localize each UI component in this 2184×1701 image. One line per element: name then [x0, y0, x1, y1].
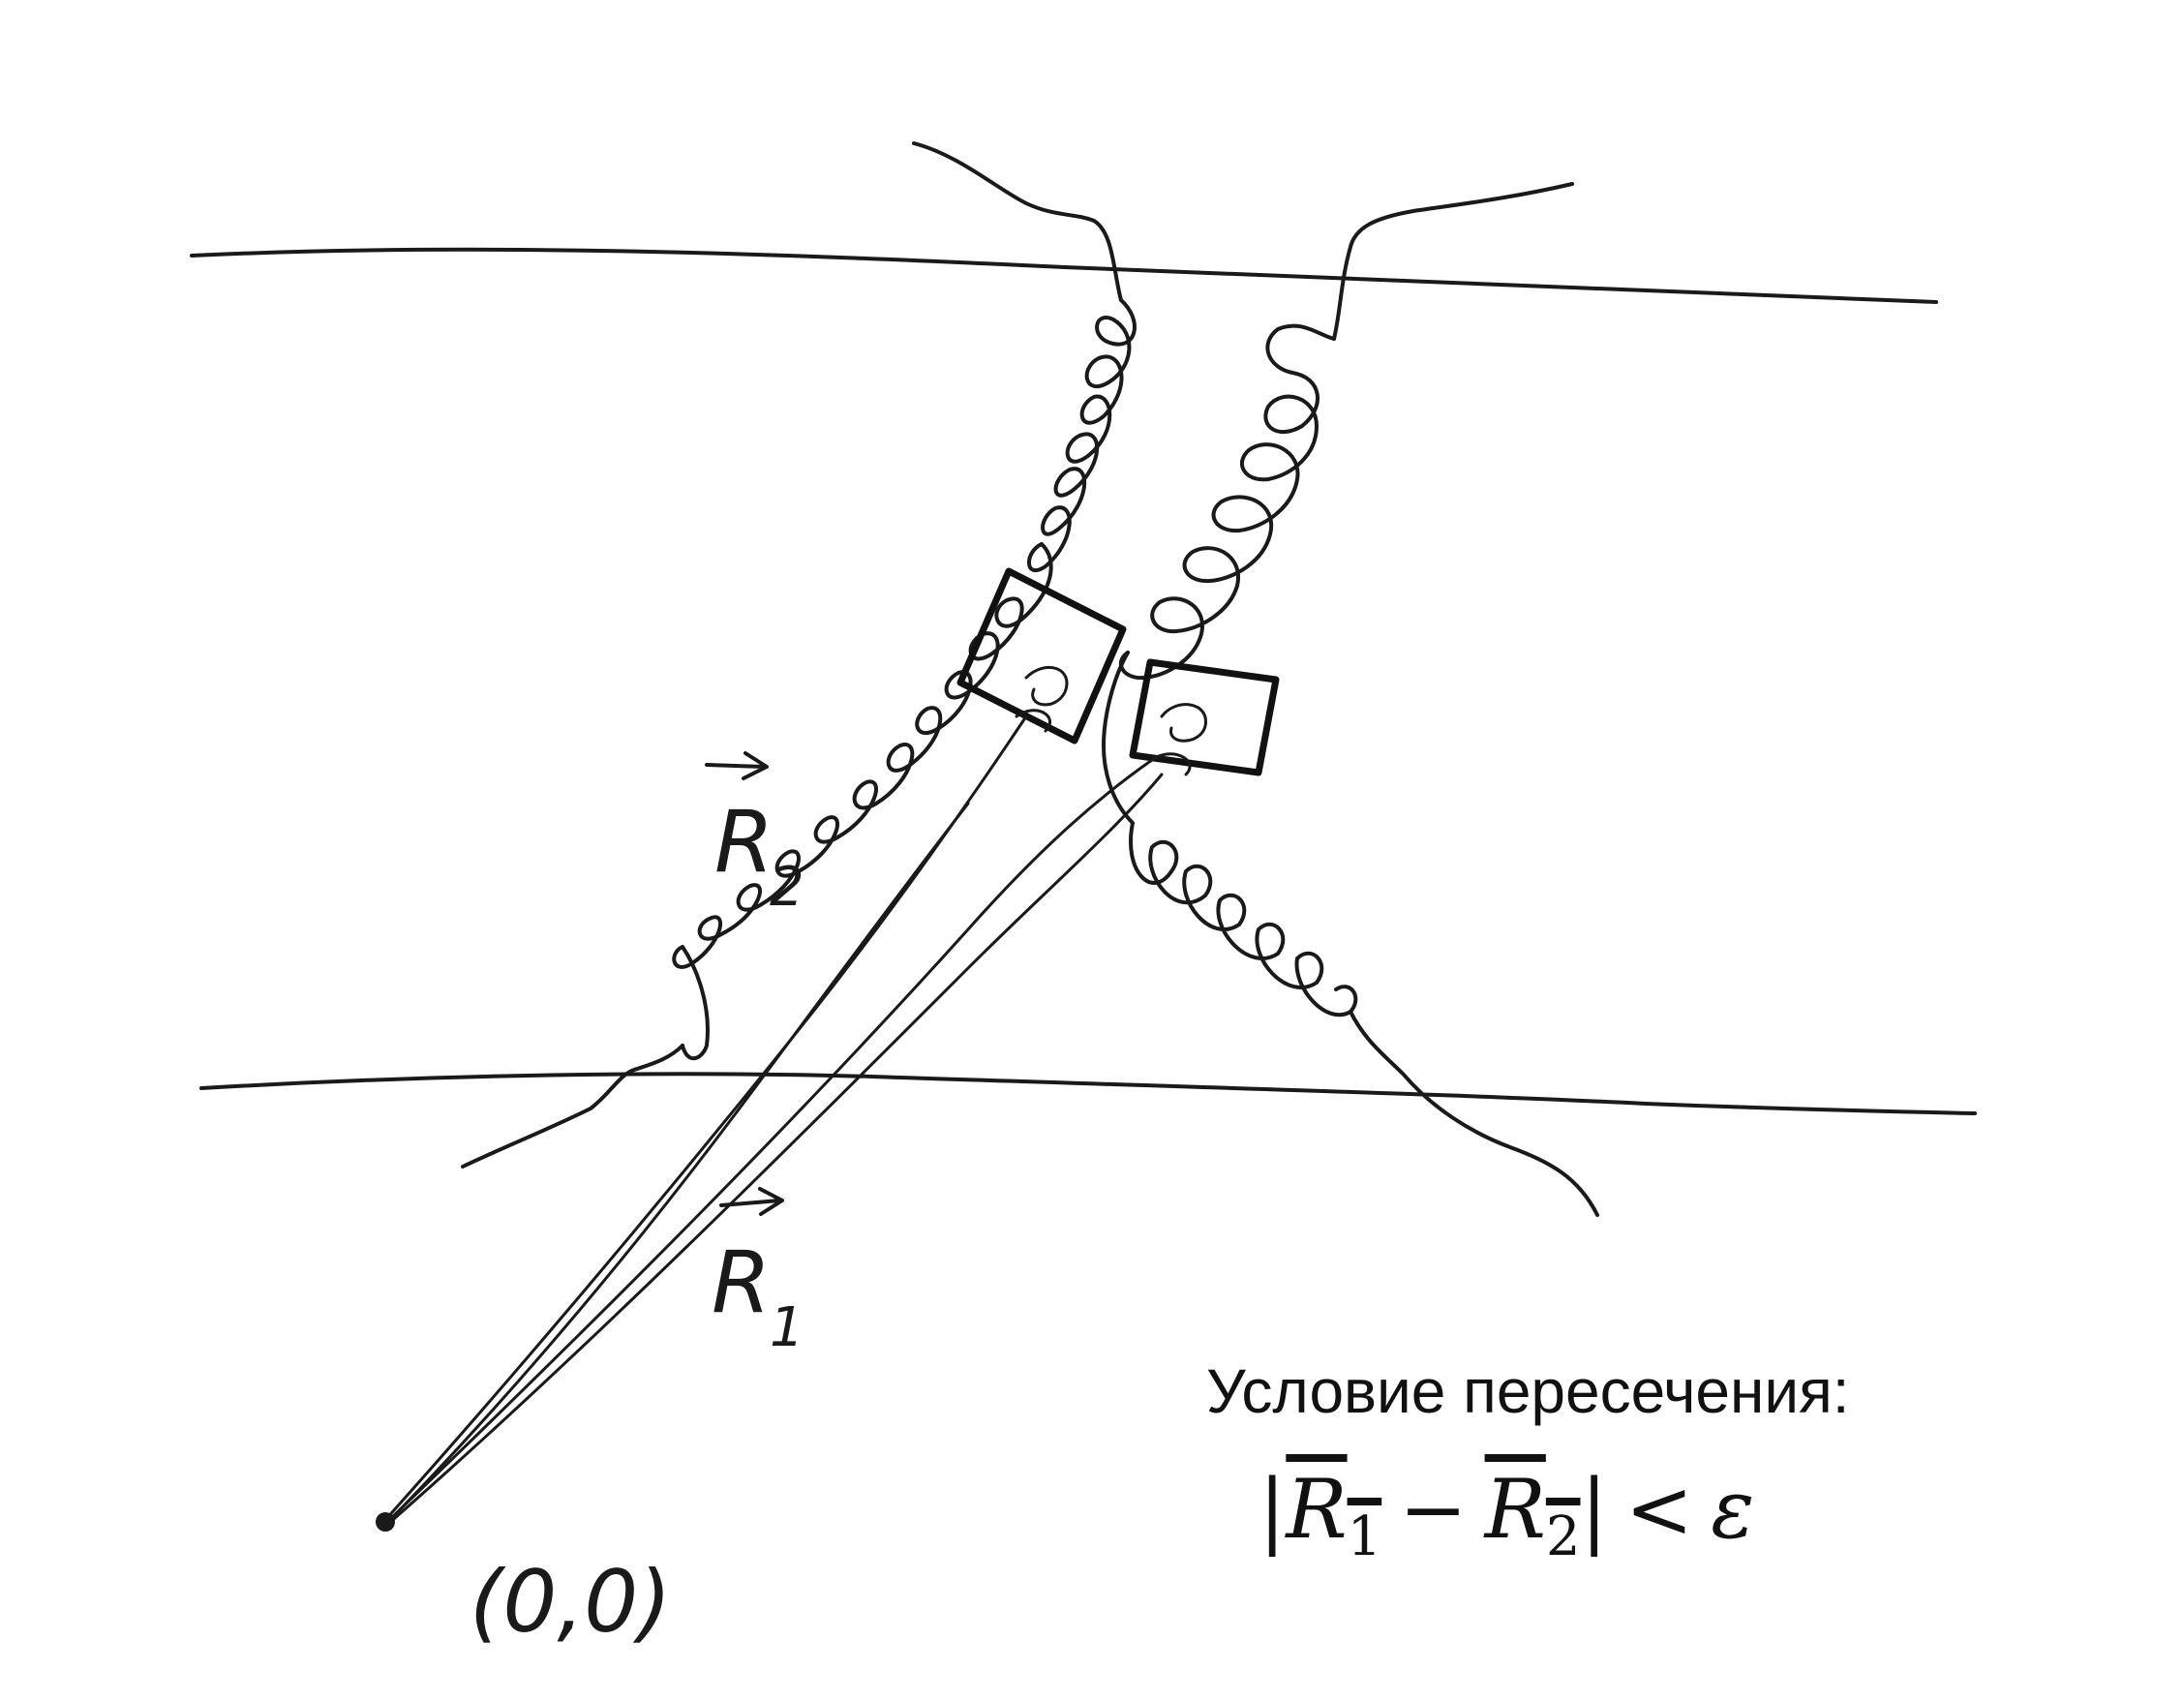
left-track-lower-tail: [461, 1044, 684, 1169]
intersection-condition-formula: | R1 − R2 | < ε: [1259, 1462, 1754, 1568]
formula-r2: R2: [1485, 1462, 1581, 1568]
left-track-upper-tail: [912, 141, 1123, 302]
label-r2-letter: R: [714, 792, 774, 892]
formula-abs-left: |: [1259, 1462, 1287, 1557]
label-r1: R 1: [712, 1187, 804, 1359]
right-track-lower-tail: [1349, 1010, 1599, 1217]
label-origin: (0,0): [470, 1552, 672, 1652]
vector-r2-line-back: [383, 802, 970, 1527]
left-detector-box: [956, 567, 1127, 744]
right-box-detail: [1150, 703, 1207, 776]
formula-less-than: <: [1624, 1462, 1694, 1557]
vector-r1-line-back: [387, 758, 1154, 1522]
left-track-junction: [681, 945, 710, 1061]
label-r1-letter: R: [712, 1232, 771, 1332]
formula-r1-letter: R: [1286, 1462, 1348, 1557]
left-box-detail: [1015, 665, 1069, 733]
right-track-upper-tail: [1332, 182, 1574, 341]
lower-boundary-line: [199, 1072, 1977, 1115]
formula-r1: R1: [1286, 1462, 1381, 1568]
right-track-helix: [1118, 323, 1336, 681]
vector-r1-line: [385, 773, 1164, 1527]
left-track-helix-upper: [1027, 298, 1137, 573]
formula-r1-sub: 1: [1347, 1505, 1382, 1568]
r1-arrow-icon: [719, 1187, 784, 1216]
vector-r2-line: [383, 714, 1028, 1522]
formula-r2-sub: 2: [1545, 1505, 1581, 1568]
upper-boundary-line: [190, 247, 1938, 304]
label-r2-sub: 2: [770, 856, 804, 919]
intersection-condition-title: Условие пересечения:: [1206, 1356, 1850, 1426]
right-track-lower-coils: [1102, 651, 1358, 1018]
formula-abs-right: |: [1580, 1462, 1608, 1557]
r2-arrow-icon: [705, 751, 769, 780]
formula-epsilon: ε: [1711, 1462, 1755, 1557]
origin-point: [376, 1512, 395, 1532]
label-r2: R 2: [705, 751, 804, 919]
label-r1-sub: 1: [770, 1296, 804, 1359]
formula-r2-letter: R: [1484, 1462, 1546, 1557]
right-detector-box: [1129, 658, 1280, 776]
formula-minus: −: [1399, 1462, 1468, 1557]
